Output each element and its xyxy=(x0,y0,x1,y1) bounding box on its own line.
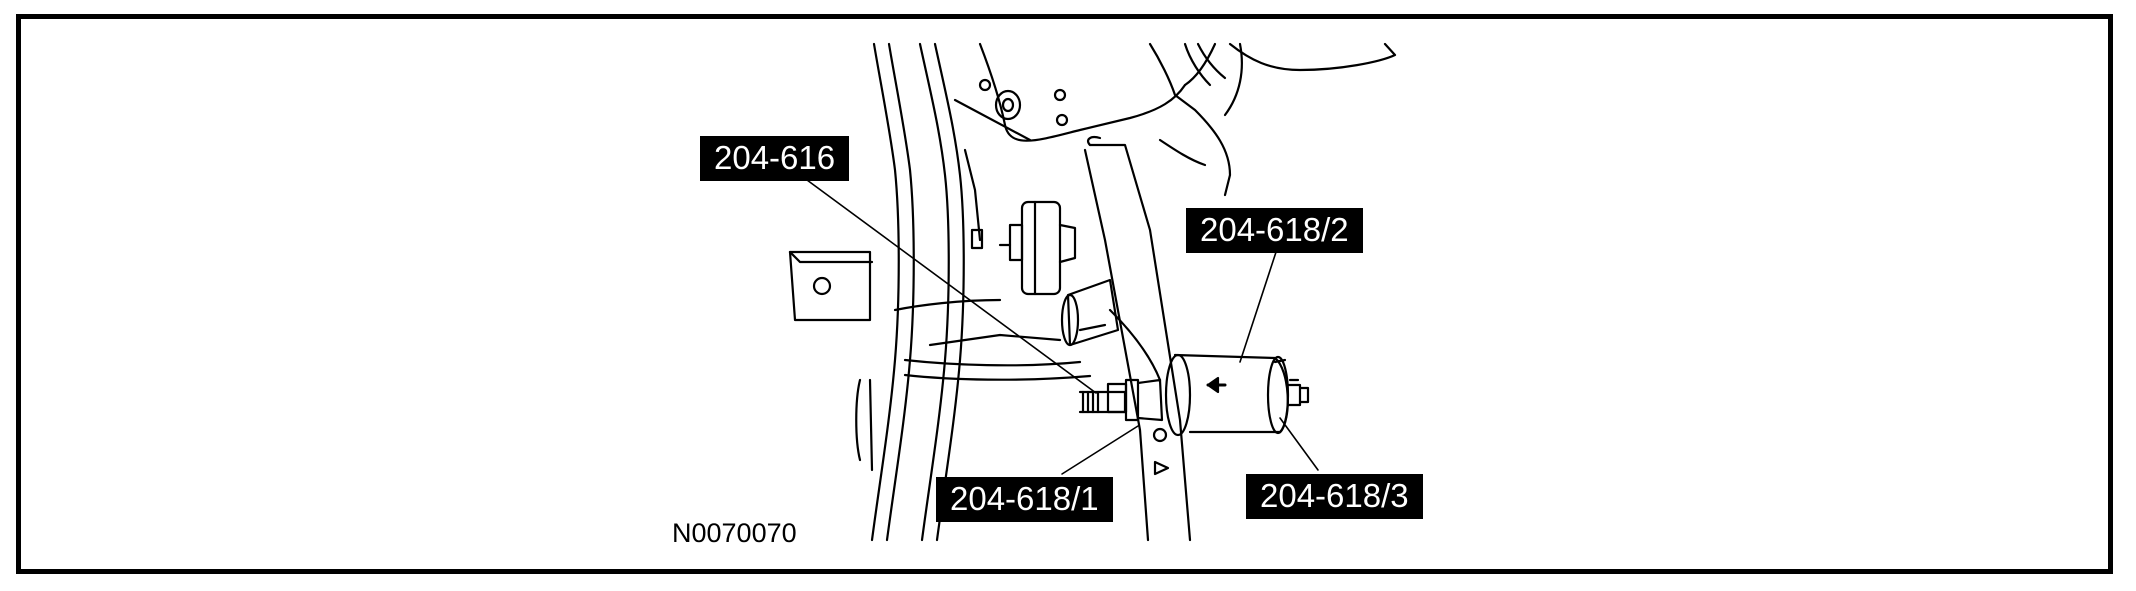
left-frame-rail xyxy=(870,42,1032,542)
callout-204-618-3: 204-618/3 xyxy=(1246,474,1423,519)
mounting-holes xyxy=(978,78,1069,127)
callout-204-618-1: 204-618/1 xyxy=(936,477,1113,522)
lower-bushing xyxy=(1060,278,1120,347)
upper-bushing xyxy=(998,200,1077,296)
upper-body-panel xyxy=(978,42,1397,197)
left-bracket xyxy=(788,250,874,322)
forcing-screw xyxy=(1078,378,1164,422)
figure-id: N0070070 xyxy=(672,518,797,548)
press-direction-arrow-icon xyxy=(1206,376,1227,394)
leader-lines xyxy=(806,179,1319,475)
callout-204-616: 204-616 xyxy=(700,136,850,181)
receiver-cup-tool xyxy=(1164,353,1310,437)
lower-crossmember xyxy=(855,298,1092,472)
callout-204-618-2: 204-618/2 xyxy=(1186,208,1363,253)
